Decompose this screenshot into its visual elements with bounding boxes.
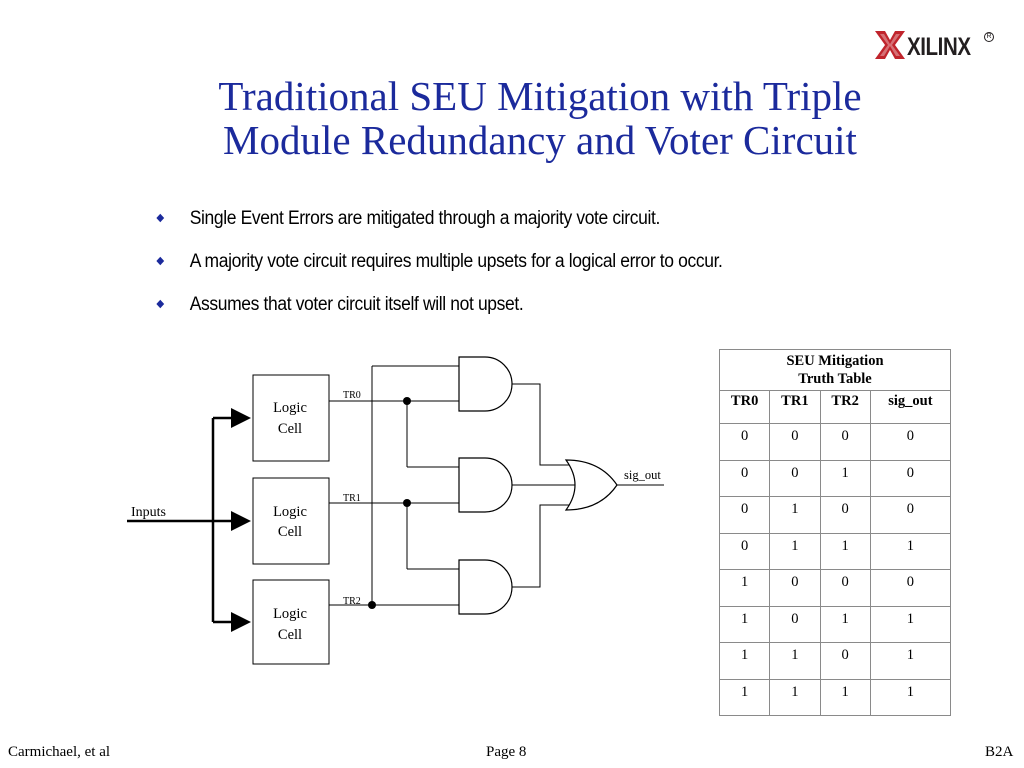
table-cell: 0 xyxy=(869,496,952,534)
table-cell: 1 xyxy=(819,678,871,716)
table-cell: 1 xyxy=(769,496,821,534)
logic-cell: Logic Cell xyxy=(252,579,330,665)
and-gate xyxy=(458,356,513,412)
table-cell: 0 xyxy=(718,496,771,534)
table-cell: 0 xyxy=(869,569,952,607)
footer-author: Carmichael, et al xyxy=(8,744,111,760)
logic-cell-label: Logic xyxy=(273,504,307,520)
and-gate xyxy=(458,457,513,513)
logic-cell-label: Cell xyxy=(278,421,302,437)
slide-title: Traditional SEU Mitigation with Triple M… xyxy=(140,74,940,162)
table-cell: 1 xyxy=(769,678,821,716)
xilinx-logo-icon xyxy=(875,31,905,59)
table-cell: 1 xyxy=(718,605,771,643)
table-cell: 0 xyxy=(769,423,821,461)
logic-cell-label: Logic xyxy=(273,400,307,416)
table-cell: 0 xyxy=(819,423,871,461)
signal-label-tr2: TR2 xyxy=(343,596,361,607)
table-cell: 1 xyxy=(769,642,821,680)
title-line-2: Module Redundancy and Voter Circuit xyxy=(223,117,857,163)
table-cell: 0 xyxy=(819,496,871,534)
table-cell: 1 xyxy=(869,605,952,643)
table-cell: 1 xyxy=(718,642,771,680)
bullet-text: Single Event Errors are mitigated throug… xyxy=(189,208,661,229)
column-header: TR2 xyxy=(819,390,871,424)
table-cell: 1 xyxy=(869,678,952,716)
logic-cell-label: Logic xyxy=(273,606,307,622)
logic-cell-label: Cell xyxy=(278,627,302,643)
truth-table-caption: SEU Mitigation Truth Table xyxy=(719,349,951,391)
or-gate xyxy=(564,459,618,511)
bullet-item: A majority vote circuit requires multipl… xyxy=(152,251,723,294)
signal-wires xyxy=(329,365,664,606)
and-gate xyxy=(458,559,513,615)
xilinx-logo: XILINX R xyxy=(874,28,998,64)
table-cell: 1 xyxy=(819,459,871,497)
inputs-label: Inputs xyxy=(131,505,166,520)
signal-label-tr0: TR0 xyxy=(343,390,361,401)
bullet-item: Single Event Errors are mitigated throug… xyxy=(152,208,723,251)
output-label: sig_out xyxy=(624,468,661,482)
table-cell: 0 xyxy=(718,459,771,497)
bullet-text: A majority vote circuit requires multipl… xyxy=(189,251,723,272)
table-cell: 0 xyxy=(869,423,952,461)
logic-cell: Logic Cell xyxy=(252,477,330,565)
table-cell: 1 xyxy=(718,678,771,716)
table-cell: 0 xyxy=(718,423,771,461)
table-cell: 1 xyxy=(769,532,821,570)
signal-label-tr1: TR1 xyxy=(343,493,361,504)
registered-mark: R xyxy=(984,32,994,42)
table-cell: 0 xyxy=(819,642,871,680)
logo-wordmark: XILINX xyxy=(907,33,971,61)
logic-cell-label: Cell xyxy=(278,524,302,540)
table-cell: 1 xyxy=(819,532,871,570)
footer-section: B2A xyxy=(985,744,1014,760)
table-cell: 0 xyxy=(769,605,821,643)
table-cell: 0 xyxy=(769,459,821,497)
table-cell: 0 xyxy=(869,459,952,497)
caption-line-2: Truth Table xyxy=(798,371,872,387)
column-header: TR0 xyxy=(718,390,771,424)
column-header: TR1 xyxy=(769,390,821,424)
truth-table: SEU Mitigation Truth Table TR0 TR1 TR2 s… xyxy=(718,349,952,716)
table-cell: 0 xyxy=(718,532,771,570)
junction-dot xyxy=(403,397,411,405)
table-cell: 1 xyxy=(869,642,952,680)
bullet-text: Assumes that voter circuit itself will n… xyxy=(189,294,524,315)
junction-dot xyxy=(403,499,411,507)
logic-cell: Logic Cell xyxy=(252,374,330,462)
footer-page-number: Page 8 xyxy=(486,744,527,760)
table-cell: 1 xyxy=(869,532,952,570)
table-cell: 1 xyxy=(819,605,871,643)
column-header: sig_out xyxy=(869,390,952,424)
caption-line-1: SEU Mitigation xyxy=(786,353,884,369)
bullet-item: Assumes that voter circuit itself will n… xyxy=(152,294,723,337)
table-cell: 0 xyxy=(769,569,821,607)
inputs-bus xyxy=(127,408,251,632)
title-line-1: Traditional SEU Mitigation with Triple xyxy=(218,73,862,119)
table-cell: 0 xyxy=(819,569,871,607)
bullet-list: Single Event Errors are mitigated throug… xyxy=(152,208,772,337)
table-cell: 1 xyxy=(718,569,771,607)
junction-dot xyxy=(368,601,376,609)
